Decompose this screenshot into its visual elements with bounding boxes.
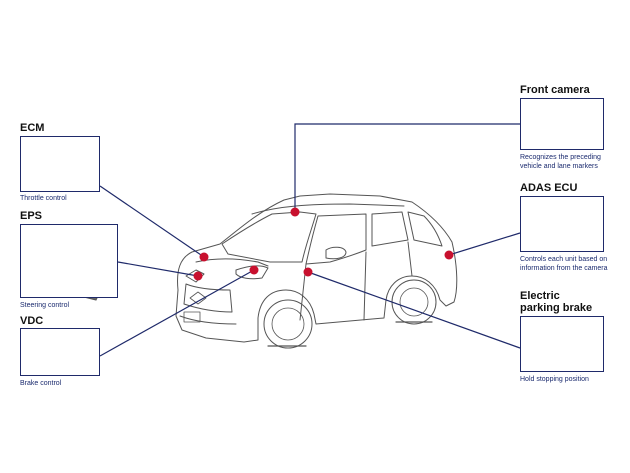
camera-dot: [290, 207, 300, 217]
epb-title-line2: parking brake: [520, 302, 593, 314]
ecm-caption: Throttle control: [20, 195, 67, 202]
camera-title: Front camera: [520, 84, 590, 96]
epb-leader-line: [307, 271, 521, 349]
vdc-dot: [249, 265, 259, 275]
eps-image-box: [20, 224, 118, 298]
adas-leader-line: [448, 232, 521, 256]
eps-dot: [193, 271, 203, 281]
vdc-leader-line: [99, 269, 255, 357]
adas-title: ADAS ECU: [520, 182, 578, 194]
ecm-dot: [199, 252, 209, 262]
component-dots: [193, 207, 454, 281]
ecm-title: ECM: [20, 122, 45, 134]
eps-title: EPS: [20, 210, 43, 222]
leader-lines: [99, 123, 521, 357]
epb-caption: Hold stopping position: [520, 376, 589, 383]
eps-leader-line: [117, 261, 199, 277]
adas-caption: Controls each unit based on information …: [520, 256, 608, 272]
eps-caption: Steering control: [20, 302, 70, 309]
vdc-title: VDC: [20, 315, 44, 327]
vdc-image-box: [20, 328, 100, 376]
epb-title-line1: Electric: [520, 290, 560, 302]
camera-image-box: [520, 98, 604, 150]
adas-dot: [444, 250, 454, 260]
ecm-image-box: [20, 136, 100, 192]
ecm-leader-line: [99, 185, 205, 258]
minivan-illustration: [175, 193, 458, 349]
epb-image-box: [520, 316, 604, 372]
adas-image-box: [520, 196, 604, 252]
vdc-caption: Brake control: [20, 380, 62, 387]
camera-leader-line: [294, 123, 520, 212]
epb-dot: [303, 267, 313, 277]
camera-caption: Recognizes the preceding vehicle and lan…: [520, 154, 601, 170]
